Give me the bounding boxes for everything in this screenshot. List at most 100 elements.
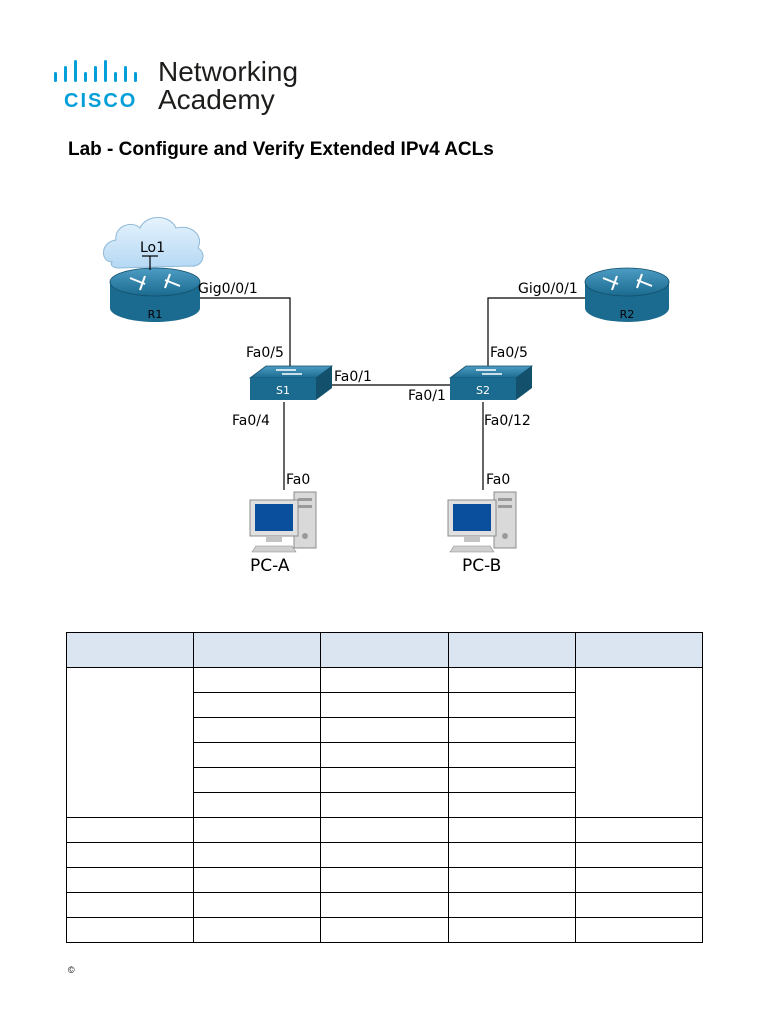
table-cell — [65, 842, 195, 868]
table-cell — [193, 867, 322, 893]
table-cell — [193, 767, 322, 793]
router-r2: R2 — [584, 267, 670, 322]
table-cell — [193, 717, 322, 743]
switch-s1: S1 — [248, 365, 334, 400]
pc-b-computer-icon — [447, 491, 517, 553]
table-cell — [320, 817, 449, 843]
table-cell — [193, 917, 322, 943]
table-cell — [447, 742, 576, 768]
table-cell — [193, 817, 322, 843]
document-title: Lab - Configure and Verify Extended IPv4… — [68, 139, 494, 160]
logo-networking-text: Networking — [158, 56, 299, 87]
table-header-cell — [574, 632, 704, 668]
table-cell — [447, 867, 576, 893]
s2-fa012-port-label: Fa0/12 — [484, 413, 531, 429]
s1-fa04-port-label: Fa0/4 — [232, 413, 270, 429]
table-cell — [65, 667, 195, 818]
table-row — [67, 742, 703, 768]
table-cell — [193, 792, 322, 818]
table-row — [65, 867, 704, 893]
table-cell — [320, 767, 449, 793]
cisco-bridge-icon — [54, 60, 137, 82]
table-cell — [320, 842, 449, 868]
table-cell — [320, 792, 449, 818]
table-row — [67, 717, 703, 743]
table-cell — [447, 717, 576, 743]
table-cell — [320, 892, 449, 918]
table-cell — [193, 742, 322, 768]
switch-s2: S2 — [448, 365, 534, 400]
logo-academy-text: Academy — [158, 84, 275, 115]
router-arrows-icon — [129, 273, 181, 291]
table-row — [65, 817, 704, 843]
table-row — [65, 667, 704, 818]
router-r1: R1 — [109, 255, 201, 322]
table-header-cell — [193, 632, 322, 668]
pc-b-label: PC-B — [462, 556, 501, 576]
cisco-networking-academy-logo: CISCO Networking Academy — [52, 56, 312, 118]
pc-a-label: PC-A — [250, 556, 290, 576]
s2-fa05-port-label: Fa0/5 — [490, 345, 528, 361]
table-cell — [447, 667, 576, 693]
table-cell — [447, 792, 576, 818]
table-row — [67, 692, 703, 718]
table-cell — [65, 867, 195, 893]
table-header-cell — [320, 632, 449, 668]
s2-label: S2 — [476, 384, 490, 397]
switch-arrows-icon — [276, 369, 302, 375]
table-cell — [574, 892, 704, 918]
table-cell — [574, 667, 704, 818]
table-row — [65, 892, 704, 918]
addressing-table — [65, 632, 704, 943]
table-cell — [65, 917, 195, 943]
router-arrows-icon — [602, 273, 653, 291]
s1-label: S1 — [276, 384, 290, 397]
table-cell — [320, 692, 449, 718]
table-header-cell — [447, 632, 576, 668]
r1-gig-port-label: Gig0/0/1 — [198, 281, 258, 297]
table-cell — [193, 667, 322, 693]
table-row — [65, 842, 704, 868]
table-cell — [65, 892, 195, 918]
s1-fa05-port-label: Fa0/5 — [246, 345, 284, 361]
table-row — [65, 917, 704, 943]
table-cell — [447, 817, 576, 843]
network-topology-diagram: R1 Lo1 R2 S1 S2 — [103, 217, 670, 576]
table-cell — [320, 717, 449, 743]
table-header-cell — [65, 632, 195, 668]
switch-arrows-icon — [476, 369, 502, 375]
table-row — [67, 792, 703, 818]
table-cell — [447, 892, 576, 918]
table-cell — [320, 917, 449, 943]
table-cell — [193, 692, 322, 718]
r1-label: R1 — [148, 308, 163, 321]
lo1-label: Lo1 — [140, 240, 165, 256]
table-cell — [574, 817, 704, 843]
table-cell — [320, 867, 449, 893]
r2-gig-port-label: Gig0/0/1 — [518, 281, 578, 297]
table-header-row — [65, 632, 704, 668]
cloud-icon — [103, 217, 204, 269]
table-cell — [447, 842, 576, 868]
links — [198, 297, 585, 490]
table-cell — [574, 842, 704, 868]
pca-fa0-port-label: Fa0 — [286, 472, 310, 488]
table-cell — [193, 842, 322, 868]
table-cell — [447, 692, 576, 718]
pcb-fa0-port-label: Fa0 — [486, 472, 510, 488]
copyright-symbol: © — [68, 965, 75, 975]
pc-a-computer-icon — [249, 491, 317, 553]
link-r1-s1 — [198, 297, 291, 368]
table-cell — [320, 742, 449, 768]
link-r2-s2 — [487, 297, 585, 368]
s1-fa01-port-label: Fa0/1 — [334, 369, 372, 385]
cisco-wordmark: CISCO — [64, 90, 138, 112]
table-cell — [447, 767, 576, 793]
table-cell — [193, 892, 322, 918]
table-cell — [320, 667, 449, 693]
table-row — [67, 767, 703, 793]
s2-fa01-port-label: Fa0/1 — [408, 388, 446, 404]
r2-label: R2 — [620, 308, 635, 321]
table-cell — [574, 917, 704, 943]
table-cell — [574, 867, 704, 893]
